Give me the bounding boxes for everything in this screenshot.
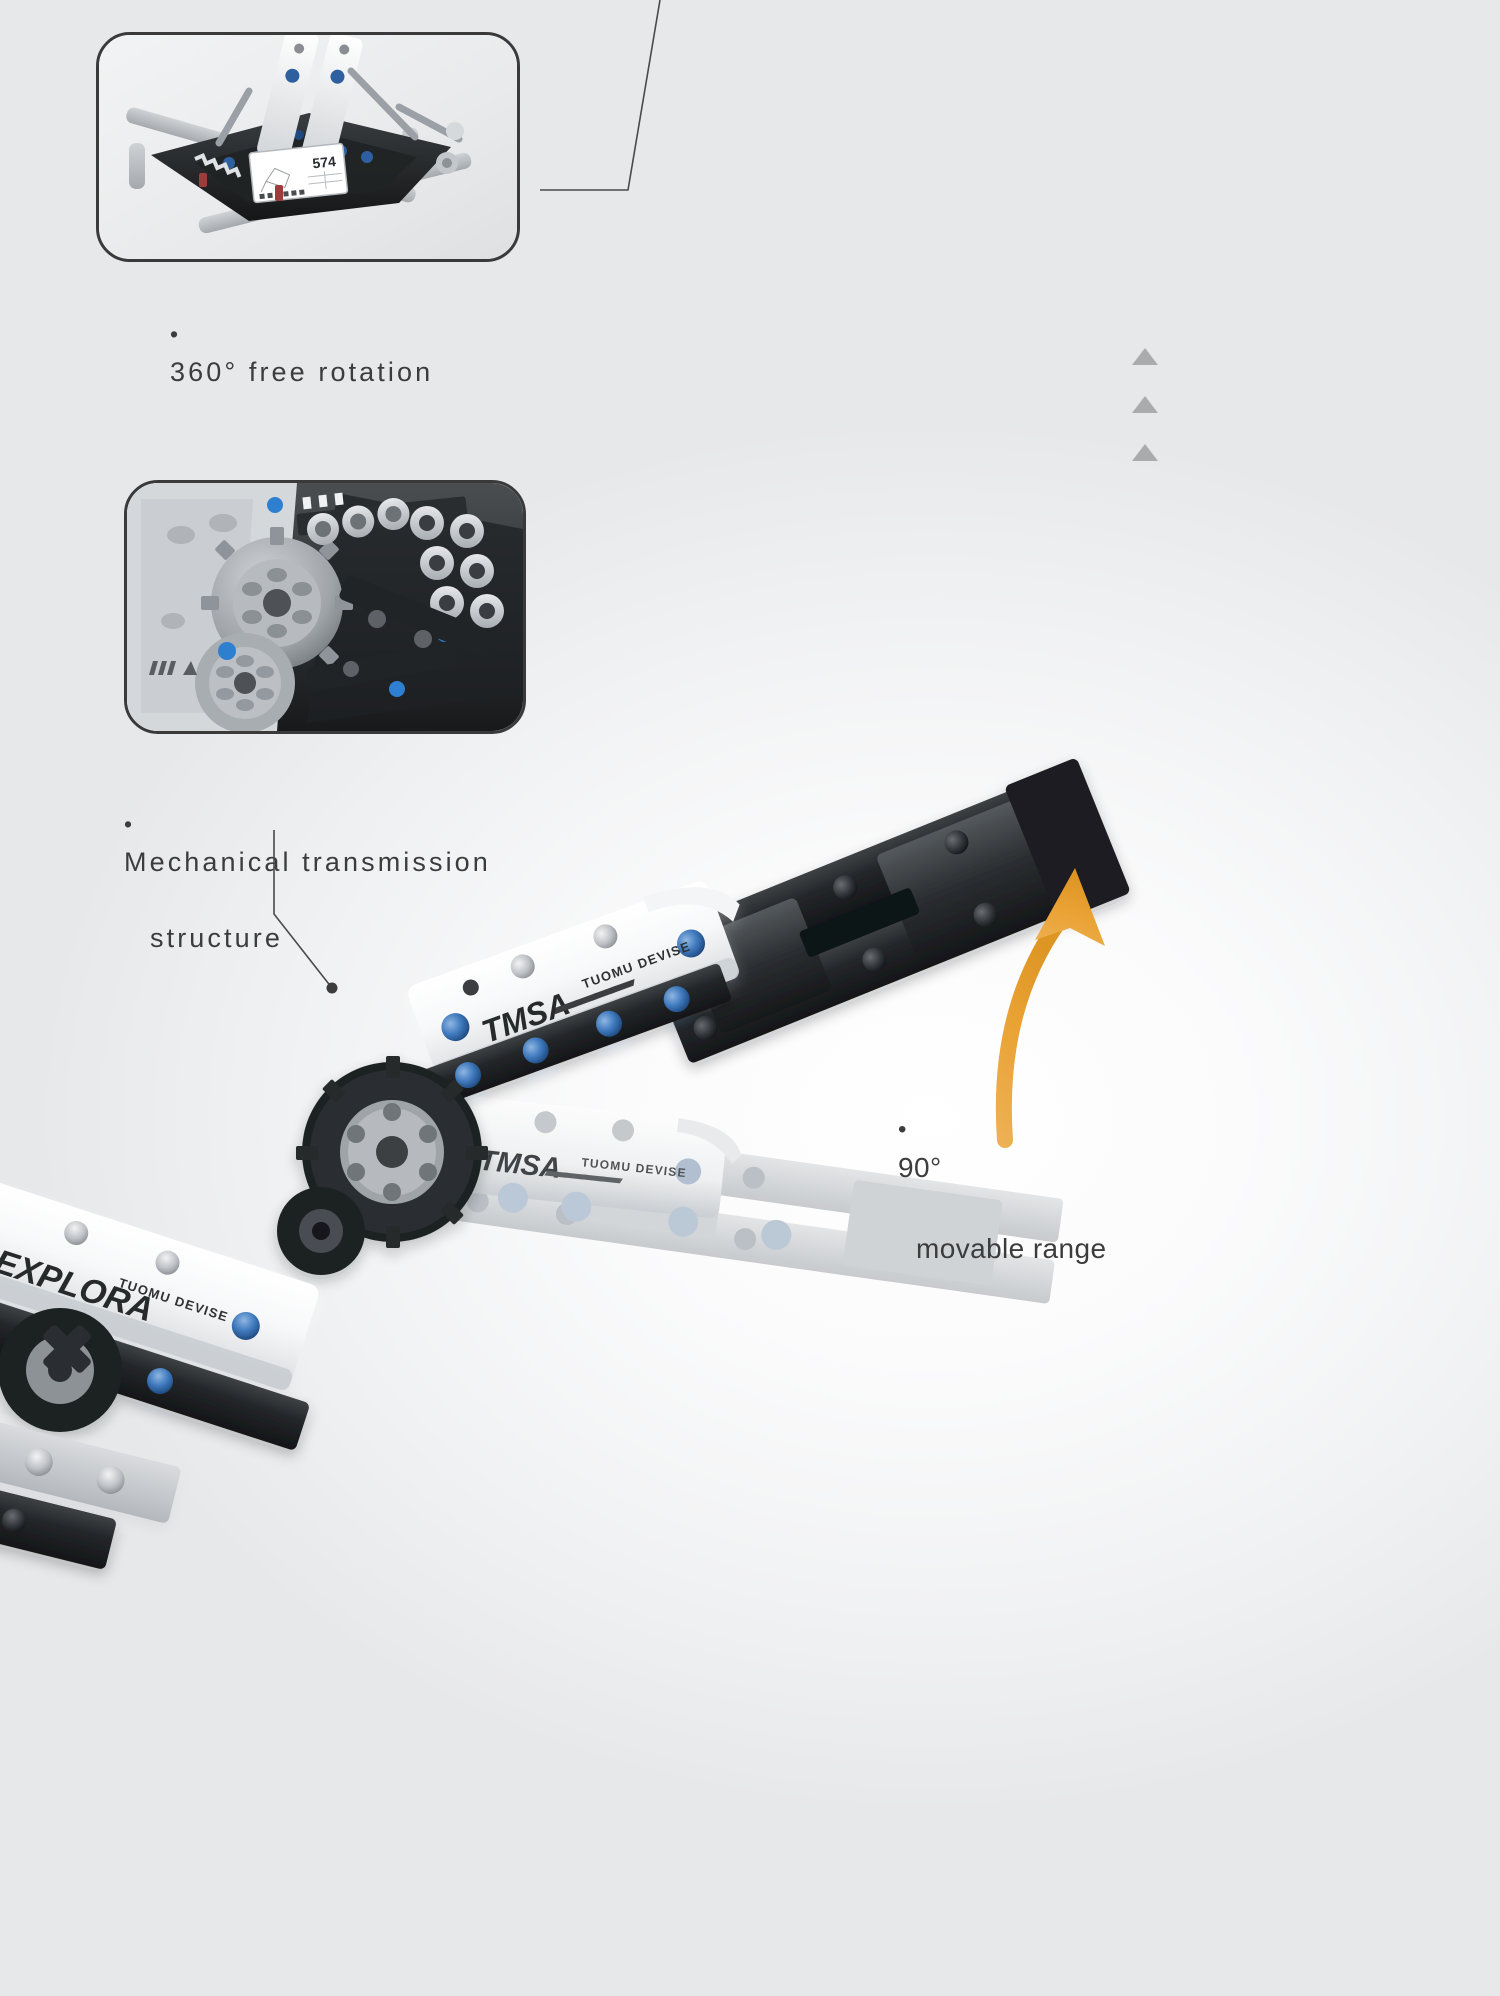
- callout-90-line1: 90°: [898, 1152, 942, 1184]
- caption-360-rotation: • 360° free rotation: [170, 276, 433, 391]
- product-base-arm: EXPLORA TUOMU DEVISE: [0, 1172, 319, 1569]
- product-ghost-arm: TMSA TUOMU DEVISE: [415, 1092, 1064, 1304]
- bullet-90: •: [898, 1115, 907, 1143]
- movable-range-arrow: [995, 868, 1105, 1148]
- product-photo: TMSA TUOMU DEVISE: [0, 640, 1500, 1996]
- product-black-forearm: [641, 759, 1130, 1063]
- inset-gear-transmission: [124, 480, 526, 734]
- leader-line-top: [540, 0, 661, 191]
- inset-base-photo: 574: [99, 35, 517, 259]
- bullet-mechanical: •: [124, 811, 133, 838]
- triangle-marker-1: [1132, 348, 1158, 365]
- inset-base-rotation: 574: [96, 32, 520, 262]
- inset-gear-photo: [127, 483, 523, 731]
- callout-90-line2: movable range: [916, 1233, 1107, 1265]
- base-display-value: 574: [312, 153, 337, 171]
- caption-mechanical-line2: structure: [150, 923, 283, 954]
- bullet-360: •: [170, 321, 179, 348]
- leader-line-mechanical: [273, 830, 338, 994]
- callout-movable-range: • 90° movable range: [898, 1067, 1106, 1270]
- product-elbow-gear: [277, 1056, 488, 1275]
- triangle-marker-3: [1132, 444, 1158, 461]
- caption-mechanical-transmission: • Mechanical transmission structure: [124, 766, 491, 958]
- caption-360-text: 360° free rotation: [170, 356, 434, 387]
- product-white-upper-arm: TMSA TUOMU DEVISE: [408, 881, 740, 1109]
- base-display-panel: 574: [248, 142, 349, 204]
- triangle-marker-2: [1132, 396, 1158, 413]
- caption-mechanical-line1: Mechanical transmission: [124, 846, 491, 877]
